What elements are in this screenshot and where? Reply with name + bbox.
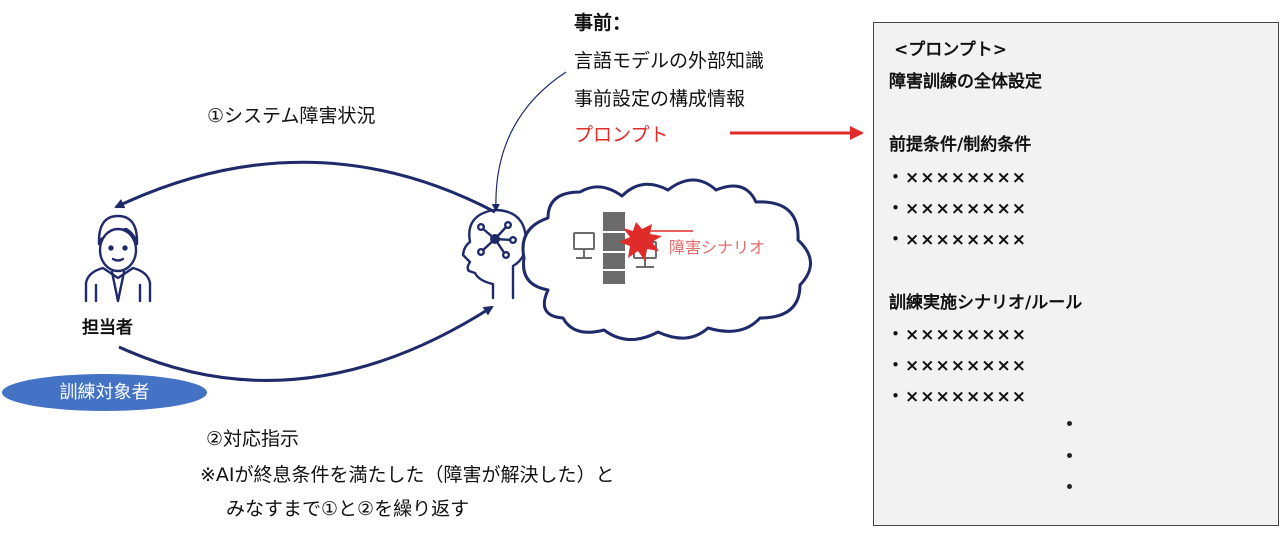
prior-item-prompt: プロンプト [574, 124, 669, 146]
rule-item: ・×××××××× [887, 387, 1027, 407]
constraints-heading: 前提条件/制約条件 [889, 135, 1032, 155]
overall-settings-heading: 障害訓練の全体設定 [889, 72, 1042, 92]
prior-item-knowledge: 言語モデルの外部知識 [574, 50, 765, 72]
ellipsis-dot [1067, 421, 1072, 426]
instruction-arrow [118, 305, 494, 382]
repeat-note-line1: ※AIが終息条件を満たした（障害が解決した）と [200, 464, 615, 486]
person-icon [84, 214, 152, 303]
instruction-label: ②対応指示 [206, 428, 300, 450]
ellipsis-dot [1067, 484, 1072, 489]
ellipsis-dot [1067, 453, 1072, 458]
prompt-box-title: <プロンプト> [894, 40, 1007, 60]
status-arrow [114, 160, 496, 214]
trainee-badge-label: 訓練対象者 [59, 382, 150, 403]
rule-item: ・×××××××× [887, 356, 1027, 376]
trainee-badge [2, 374, 207, 411]
prior-title: 事前： [574, 12, 632, 34]
repeat-note-line2: みなすまで①と②を繰り返す [226, 498, 470, 520]
operator-label: 担当者 [82, 318, 133, 338]
prompt-box: <プロンプト> 障害訓練の全体設定 前提条件/制約条件 ・×××××××× ・×… [873, 22, 1279, 526]
cloud-icon [521, 178, 812, 341]
firewall-icon [603, 212, 625, 284]
constraint-item: ・×××××××× [887, 168, 1027, 188]
prior-item-config: 事前設定の構成情報 [574, 88, 746, 110]
prior-info-arrow [491, 71, 567, 212]
scenario-rules-heading: 訓練実施シナリオ/ルール [889, 293, 1083, 313]
scenario-label: 障害シナリオ [669, 238, 766, 257]
rule-item: ・×××××××× [887, 325, 1027, 345]
constraint-item: ・×××××××× [887, 230, 1027, 250]
constraint-item: ・×××××××× [887, 199, 1027, 219]
status-label: ①システム障害状況 [207, 105, 376, 127]
explosion-icon [619, 222, 662, 261]
ai-head-icon [461, 208, 528, 300]
